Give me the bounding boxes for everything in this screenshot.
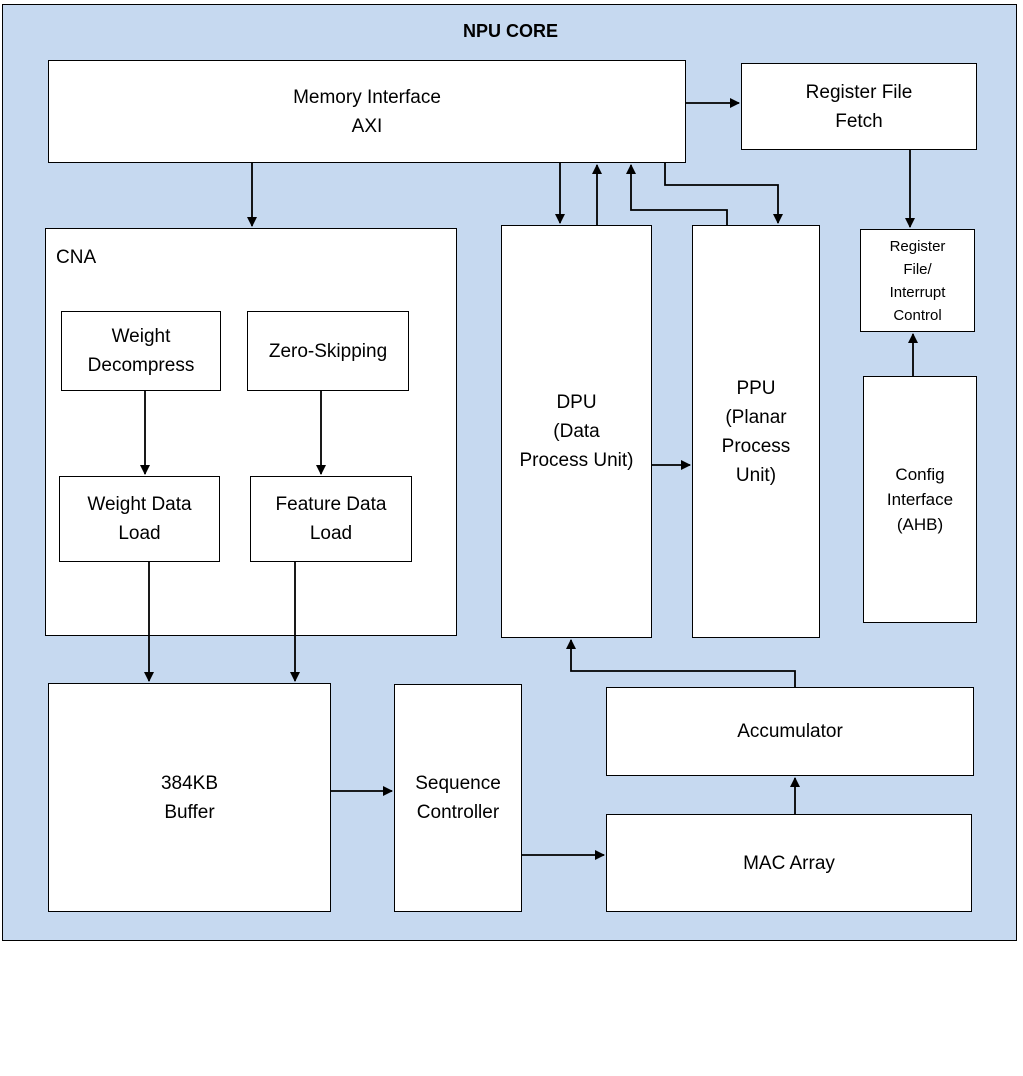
zero-skipping-block: Zero-Skipping <box>247 311 409 391</box>
memory-interface-block: Memory Interface AXI <box>48 60 686 163</box>
buffer-384kb-block: 384KB Buffer <box>48 683 331 912</box>
dpu-block: DPU (Data Process Unit) <box>501 225 652 638</box>
config-interface-block: Config Interface (AHB) <box>863 376 977 623</box>
register-file-fetch-block: Register File Fetch <box>741 63 977 150</box>
cna-block: CNA <box>45 228 457 636</box>
register-file-interrupt-control-block: Register File/ Interrupt Control <box>860 229 975 332</box>
weight-data-load-block: Weight Data Load <box>59 476 220 562</box>
mac-array-block: MAC Array <box>606 814 972 912</box>
accumulator-block: Accumulator <box>606 687 974 776</box>
ppu-block: PPU (Planar Process Unit) <box>692 225 820 638</box>
weight-decompress-block: Weight Decompress <box>61 311 221 391</box>
feature-data-load-block: Feature Data Load <box>250 476 412 562</box>
sequence-controller-block: Sequence Controller <box>394 684 522 912</box>
npu-core-title: NPU CORE <box>462 21 558 41</box>
